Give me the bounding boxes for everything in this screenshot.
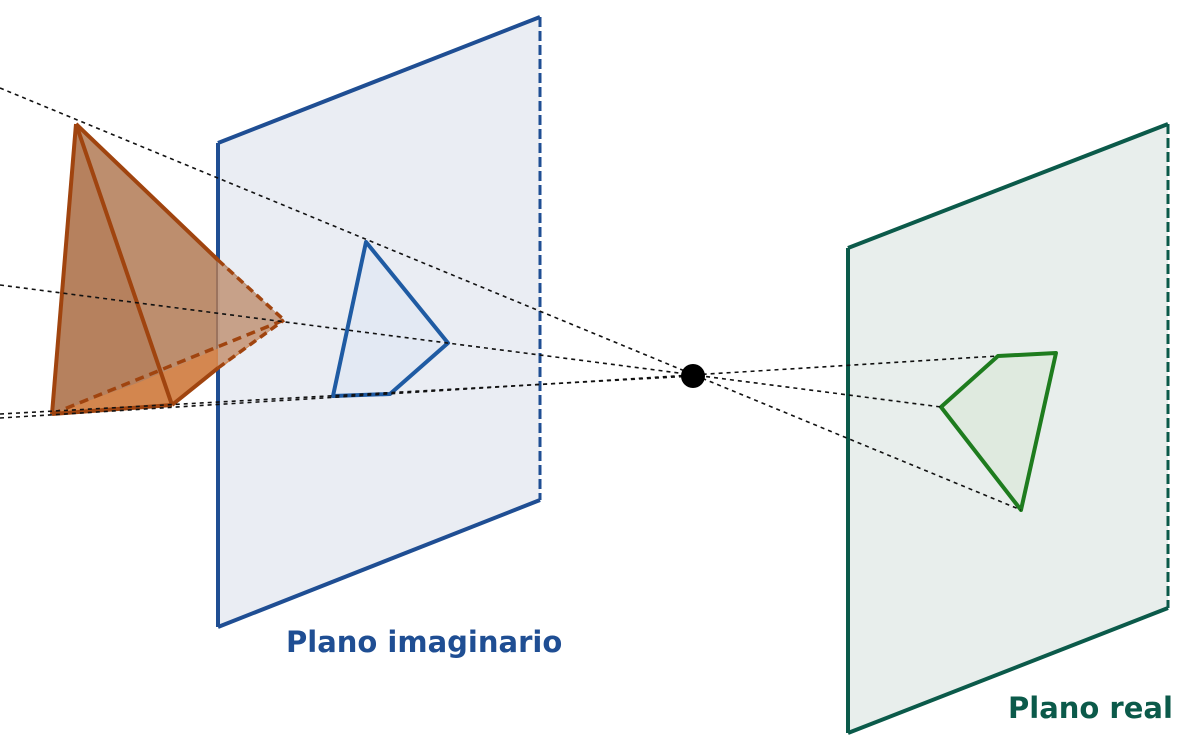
projection-lines — [0, 87, 1022, 511]
pyramid-edge-base-front — [51, 403, 173, 416]
imaginary-plane-edge-top — [217, 15, 541, 145]
imaginary-plane-label: Plano imaginario — [286, 625, 562, 659]
pyramid-face-left — [52, 124, 172, 414]
real-plane-edge-top — [847, 122, 1169, 250]
projection-line-middle — [0, 284, 942, 408]
imaginary-plane-edge-bottom — [217, 498, 541, 629]
pyramid-edge-left-hidden — [51, 239, 67, 415]
projection-line-bottom-2 — [0, 375, 694, 415]
pyramid-edge-apex-front — [74, 123, 174, 406]
real-plane-edge-bottom — [847, 606, 1169, 735]
projection-center-point — [681, 364, 705, 388]
pyramid-edge-base-back — [51, 318, 285, 416]
pyramid-edge-base-right-hidden — [216, 318, 286, 370]
projection-line-top — [0, 87, 1022, 511]
pyramid-edge-base-right — [170, 366, 220, 407]
pyramid-edge-apex-right-hidden — [216, 258, 286, 322]
pyramid-edge-apex-right — [74, 122, 220, 262]
pyramid — [50, 122, 286, 416]
real-plane-label: Plano real — [1008, 691, 1173, 725]
image-triangle — [331, 240, 450, 398]
